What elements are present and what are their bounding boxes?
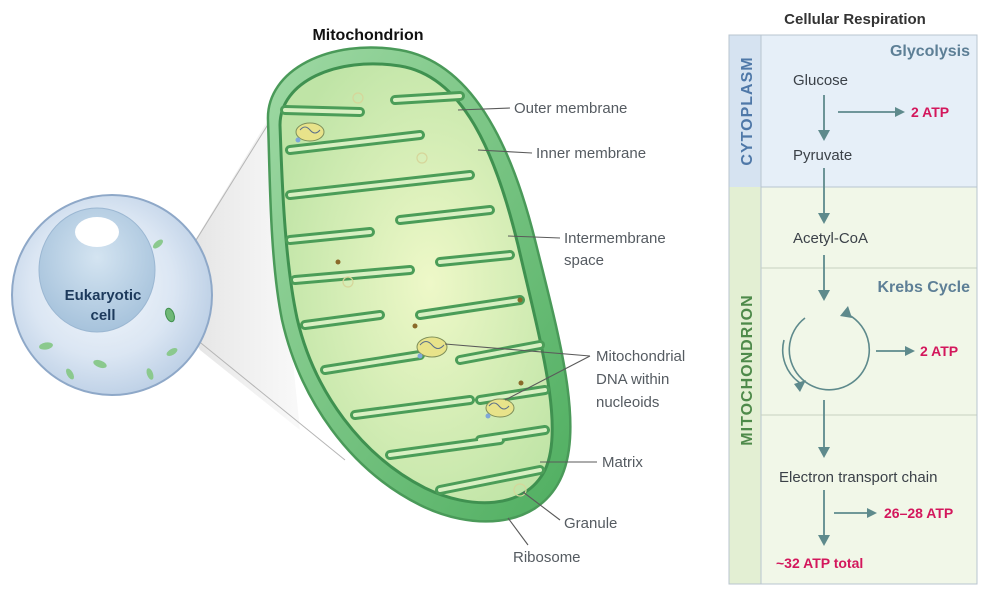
leader-ribosome <box>507 517 529 546</box>
leader-dna-2 <box>504 355 591 401</box>
arrowhead <box>905 346 915 356</box>
zoom-line-bottom <box>174 321 346 461</box>
eukaryotic-cell <box>11 194 213 396</box>
nucleoid-3 <box>485 398 515 419</box>
arrowhead <box>818 290 830 301</box>
arrowhead <box>818 213 830 224</box>
cristae-highlight <box>283 94 547 492</box>
ribosome-dot <box>412 323 418 329</box>
label-outer-membrane: Outer membrane <box>514 100 627 117</box>
label-matrix: Matrix <box>602 454 643 471</box>
label-intermembrane-line1: Intermembrane <box>564 230 666 247</box>
cell-label-line1: Eukaryotic <box>65 287 142 304</box>
label-dna-line2: DNA within <box>596 371 669 388</box>
granule <box>352 92 364 104</box>
cytoplasm-sidebar <box>729 35 761 187</box>
mitochondrion <box>266 46 572 523</box>
label-dna-line3: nucleoids <box>596 394 659 411</box>
arrowhead <box>895 107 905 117</box>
stage-etc: Electron transport chain <box>779 469 937 486</box>
ribosome-dot <box>335 259 341 265</box>
leader-granule <box>522 491 561 521</box>
leader-outer-membrane <box>457 107 511 111</box>
atp-etc: 26–28 ATP <box>884 505 953 521</box>
label-ribosome: Ribosome <box>513 549 581 566</box>
krebs-heading: Krebs Cycle <box>878 279 971 296</box>
atp-total: ~32 ATP total <box>776 555 863 571</box>
atp-krebs: 2 ATP <box>920 343 958 359</box>
leader-inner-membrane <box>477 149 533 154</box>
arrowhead <box>867 508 877 518</box>
granule <box>513 483 527 497</box>
nucleoid-1 <box>295 122 325 143</box>
cytoplasm-side-label: CYTOPLASM <box>739 56 756 165</box>
zoom-cone <box>165 120 300 430</box>
label-granule: Granule <box>564 515 617 532</box>
granule <box>416 152 428 164</box>
mitochondrion-sidebar <box>729 187 761 584</box>
ribosome-dot <box>517 297 523 303</box>
stage-acetyl-coa: Acetyl-CoA <box>793 230 868 247</box>
atp-glycolysis: 2 ATP <box>911 104 949 120</box>
stage-glucose: Glucose <box>793 72 848 89</box>
inner-membrane-shape <box>278 62 554 505</box>
granule <box>342 276 354 288</box>
leader-intermembrane <box>507 235 561 239</box>
stage-pyruvate: Pyruvate <box>793 147 852 164</box>
diagram-title: Mitochondrion <box>312 27 423 44</box>
label-dna-line1: Mitochondrial <box>596 348 685 365</box>
krebs-cycle-icon <box>781 306 871 392</box>
label-inner-membrane: Inner membrane <box>536 145 646 162</box>
nucleoid-2 <box>416 336 448 359</box>
respiration-panel <box>728 34 978 585</box>
leader-dna-1 <box>444 343 591 357</box>
arrowhead <box>818 535 830 546</box>
cell-label-line2: cell <box>90 307 115 324</box>
arrowhead <box>818 447 830 458</box>
label-intermembrane-line2: space <box>564 252 604 269</box>
ribosome-dot <box>518 380 524 386</box>
arrowhead <box>818 130 830 141</box>
mitochondrion-panel <box>728 186 978 585</box>
cytoplasm-panel <box>728 34 978 188</box>
respiration-title: Cellular Respiration <box>784 11 926 28</box>
mitochondrion-side-label: MITOCHONDRION <box>739 294 756 445</box>
glycolysis-heading: Glycolysis <box>890 43 970 60</box>
